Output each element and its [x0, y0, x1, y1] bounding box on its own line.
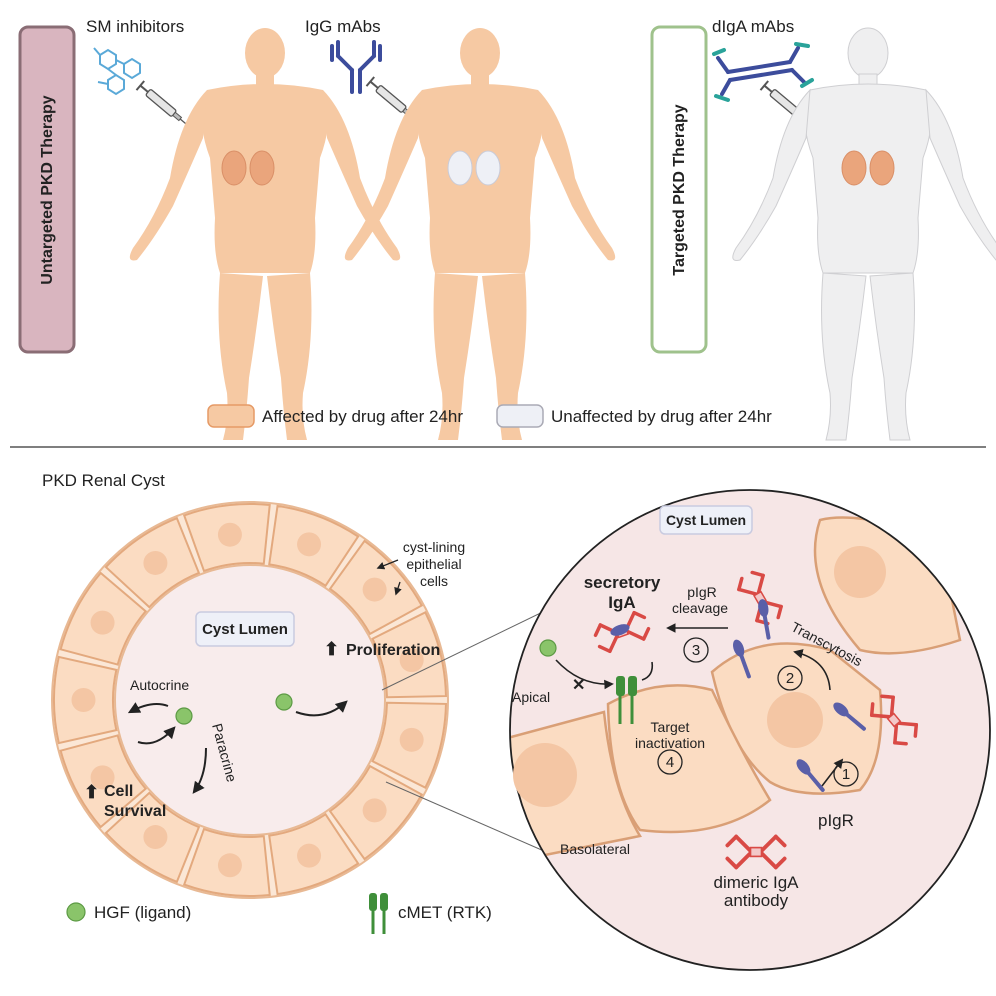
legend-unaffected-swatch — [496, 404, 544, 428]
transcytosis-arrow — [793, 649, 831, 691]
survival-label: Survival — [104, 803, 166, 820]
zoom-cmet-receptor — [616, 676, 637, 724]
legend-unaffected-label: Unaffected by drug after 24hr — [551, 407, 772, 426]
small-molecule-icon — [93, 47, 141, 96]
igg-mabs-label: IgG mAbs — [305, 17, 381, 36]
svg-text:4: 4 — [666, 754, 674, 771]
step-3-marker: 3 — [683, 637, 709, 663]
svg-text:2: 2 — [786, 670, 794, 687]
cyst-lining-arrow-2 — [394, 581, 402, 596]
step-1-arrow — [821, 758, 844, 787]
autocrine-arrow — [127, 702, 169, 714]
section-title: PKD Renal Cyst — [42, 471, 165, 490]
legend-cmet-icon — [369, 893, 388, 934]
legend-affected-label: Affected by drug after 24hr — [262, 407, 463, 426]
diga-mabs-label: dIgA mAbs — [712, 17, 794, 36]
basolateral-label: Basolateral — [560, 841, 630, 857]
apical-label: Apical — [512, 689, 550, 705]
cell-nucleus — [399, 727, 424, 752]
cell-nucleus — [362, 577, 387, 602]
cyst-lumen-box — [195, 611, 295, 647]
diga-antibody-icon — [712, 42, 814, 102]
legend-hgf-icon — [66, 902, 86, 922]
cell-label: Cell — [104, 783, 133, 800]
cell-nucleus — [399, 648, 424, 673]
cell-nucleus — [90, 765, 115, 790]
hgf-ligand-1 — [175, 707, 193, 725]
step-2-marker: 2 — [777, 665, 803, 691]
proliferation-label: Proliferation — [346, 642, 440, 659]
cell-survival-up-icon: ⬆ — [84, 782, 99, 802]
zoom-hgf-ligand — [539, 639, 557, 657]
legend-affected-swatch — [207, 404, 255, 428]
pigr-cleavage-label-2: cleavage — [672, 600, 728, 616]
svg-text:3: 3 — [692, 642, 700, 659]
untargeted-therapy-label: Untargeted PKD Therapy — [39, 95, 56, 284]
cyst-lining-label-3: cells — [420, 573, 448, 589]
cell-nucleus — [297, 532, 322, 557]
zoom-nucleus-1 — [513, 743, 577, 807]
dimeric-iga-label-1: dimeric IgA — [713, 873, 799, 892]
cell-nucleus — [297, 843, 322, 868]
paracrine-arrow — [192, 747, 207, 794]
blocked-binding-arrow — [555, 659, 614, 690]
untargeted-therapy-box — [18, 25, 76, 354]
secretory-label-1: secretory — [584, 573, 661, 592]
legend-cmet-label: cMET (RTK) — [398, 903, 492, 922]
step-1-marker: 1 — [833, 761, 859, 787]
body-figure-3 — [732, 27, 996, 441]
target-label-1: Target — [651, 719, 690, 735]
zoom-nucleus-2 — [767, 692, 823, 748]
targeted-therapy-label: Targeted PKD Therapy — [671, 104, 688, 275]
sm-inhibitors-label: SM inhibitors — [86, 17, 184, 36]
legend-hgf-label: HGF (ligand) — [94, 903, 191, 922]
cyst-lining-label-2: epithelial — [406, 556, 461, 572]
proliferation-arrow — [295, 700, 348, 717]
pigr-cleavage-label-1: pIgR — [687, 584, 717, 600]
zoom-cyst-lumen-label: Cyst Lumen — [666, 512, 746, 528]
igg-antibody-icon — [330, 40, 382, 94]
secretory-iga-complex — [591, 608, 653, 656]
block-x-icon: ✕ — [572, 677, 585, 694]
return-arrow — [137, 726, 176, 745]
cyst — [51, 501, 449, 899]
step-4-marker: 4 — [657, 749, 683, 775]
pigr-label: pIgR — [818, 811, 854, 830]
target-label-2: inactivation — [635, 735, 705, 751]
cyst-lumen-label: Cyst Lumen — [202, 621, 288, 638]
cyst-lining-arrow-1 — [376, 559, 399, 570]
cyst-lining-label-1: cyst-lining — [403, 539, 465, 555]
cell-nucleus — [217, 853, 242, 878]
zoom-connector-bottom — [385, 781, 561, 859]
cell-nucleus — [143, 825, 168, 850]
svg-text:1: 1 — [842, 766, 850, 783]
cell-nucleus — [71, 688, 96, 712]
hgf-ligand-2 — [275, 693, 293, 711]
cell-nucleus — [217, 522, 242, 547]
targeted-therapy-box — [650, 25, 708, 354]
zoom-nucleus-3 — [834, 546, 886, 598]
proliferation-up-icon: ⬆ — [324, 639, 339, 659]
cell-nucleus — [90, 610, 115, 635]
secretory-label-2: IgA — [608, 593, 635, 612]
cell-nucleus — [362, 798, 387, 823]
cyst-lumen-area — [114, 564, 386, 836]
cell-nucleus — [143, 550, 168, 575]
dimeric-iga-label-2: antibody — [724, 891, 789, 910]
inhibition-line — [641, 661, 654, 681]
zoom-cyst-lumen-box — [659, 505, 753, 535]
autocrine-label: Autocrine — [130, 677, 189, 693]
